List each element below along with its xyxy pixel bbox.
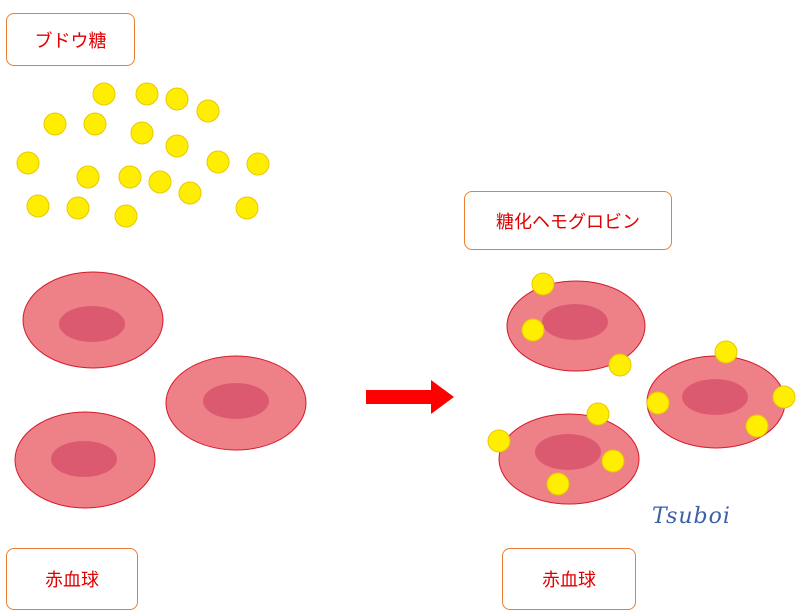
glucose-molecule-icon — [16, 151, 40, 175]
glucose-molecule-icon — [92, 82, 116, 106]
glucose-molecule-icon — [206, 150, 230, 174]
glucose-molecule-icon — [66, 196, 90, 220]
glycated-hemoglobin-label-text: 糖化ヘモグロビン — [496, 211, 640, 233]
red-blood-cell-left-1 — [22, 271, 164, 369]
bound-glucose-molecule-icon — [714, 340, 738, 364]
glucose-molecule-icon — [165, 87, 189, 111]
red-blood-cell-right-3 — [498, 413, 640, 505]
bound-glucose-molecule-icon — [772, 385, 796, 409]
glucose-molecule-icon — [165, 134, 189, 158]
glucose-molecule-icon — [178, 181, 202, 205]
rbc-label-right-text: 赤血球 — [542, 570, 596, 591]
bound-glucose-molecule-icon — [531, 272, 555, 296]
glucose-molecule-icon — [135, 82, 159, 106]
right-arrow-icon — [366, 380, 454, 414]
bound-glucose-molecule-icon — [546, 472, 570, 496]
bound-glucose-molecule-icon — [487, 429, 511, 453]
bound-glucose-molecule-icon — [586, 402, 610, 426]
red-blood-cell-right-1 — [506, 280, 646, 372]
author-signature: Tsuboi — [652, 504, 731, 529]
glucose-molecule-icon — [76, 165, 100, 189]
glucose-molecule-icon — [83, 112, 107, 136]
red-blood-cell-left-3 — [14, 411, 156, 509]
glucose-molecule-icon — [43, 112, 67, 136]
free-glucose-group — [16, 82, 270, 228]
glucose-molecule-icon — [26, 194, 50, 218]
glucose-molecule-icon — [235, 196, 259, 220]
rbc-label-right: 赤血球 — [502, 548, 636, 610]
bound-glucose-molecule-icon — [608, 353, 632, 377]
rbc-label-left: 赤血球 — [6, 548, 138, 610]
glucose-molecule-icon — [130, 121, 154, 145]
glucose-label: ブドウ糖 — [6, 13, 135, 66]
glucose-molecule-icon — [114, 204, 138, 228]
glycated-hemoglobin-label: 糖化ヘモグロビン — [464, 191, 672, 250]
rbc-label-left-text: 赤血球 — [45, 570, 99, 591]
glucose-molecule-icon — [118, 165, 142, 189]
glucose-molecule-icon — [148, 170, 172, 194]
glucose-molecule-icon — [196, 99, 220, 123]
bound-glucose-molecule-icon — [646, 391, 670, 415]
bound-glucose-molecule-icon — [521, 318, 545, 342]
glucose-label-text: ブドウ糖 — [34, 30, 107, 52]
bound-glucose-molecule-icon — [745, 414, 769, 438]
bound-glucose-group — [487, 272, 796, 496]
glucose-molecule-icon — [246, 152, 270, 176]
bound-glucose-molecule-icon — [601, 449, 625, 473]
red-blood-cell-left-2 — [165, 355, 307, 451]
